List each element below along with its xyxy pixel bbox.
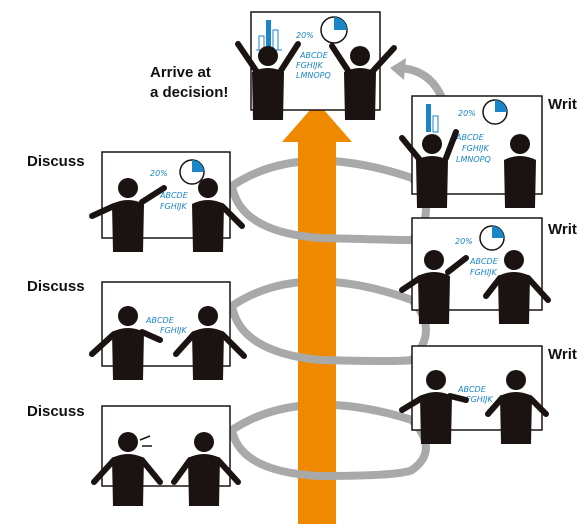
- decision-board-percent: 20%: [296, 31, 314, 40]
- decision-label-line2: a decision!: [150, 84, 229, 101]
- person-icon: [89, 306, 163, 380]
- person-icon: [91, 432, 163, 506]
- discuss-board-1: 20% ABCDE FGHIJK: [89, 151, 245, 252]
- person-icon: [399, 370, 469, 444]
- write3-row1: ABCDE: [457, 385, 487, 394]
- discuss1-percent: 20%: [150, 169, 168, 178]
- person-icon: [173, 306, 247, 380]
- discuss-label-3: Discuss: [27, 403, 85, 420]
- person-icon: [329, 43, 397, 120]
- write2-row1: ABCDE: [469, 257, 499, 266]
- person-icon: [483, 250, 551, 324]
- write-label-1: Writ: [548, 96, 577, 113]
- person-icon: [171, 432, 241, 506]
- write2-percent: 20%: [455, 237, 473, 246]
- write1-percent: 20%: [458, 109, 476, 118]
- write-label-3: Writ: [548, 346, 577, 363]
- write3-row2: FGHIJK: [466, 395, 494, 404]
- write-label-2: Writ: [548, 221, 577, 238]
- write1-row3: LMNOPQ: [456, 155, 491, 164]
- write-board-1: 20% ABCDE FGHIJK LMNOPQ: [399, 95, 543, 208]
- person-icon: [399, 250, 469, 324]
- person-icon: [485, 370, 549, 444]
- discuss1-row2: FGHIJK: [160, 202, 188, 211]
- decision-label-line1: Arrive at: [150, 64, 211, 81]
- decision-board-row1: ABCDE: [299, 51, 329, 60]
- write-board-2: 20% ABCDE FGHIJK: [399, 217, 551, 324]
- discuss-label-1: Discuss: [27, 153, 85, 170]
- discuss1-row1: ABCDE: [159, 191, 189, 200]
- discuss-board-2: ABCDE FGHIJK: [89, 281, 247, 380]
- decision-board-row2: FGHIJK: [296, 61, 324, 70]
- speech-lines-icon: [139, 435, 152, 447]
- decision-label: Arrive at a decision!: [150, 63, 228, 103]
- discuss-label-2: Discuss: [27, 278, 85, 295]
- write1-row1: ABCDE: [455, 133, 485, 142]
- loop-arrowhead-icon: [390, 58, 406, 80]
- person-icon: [89, 178, 167, 252]
- up-arrow-icon: [282, 102, 352, 524]
- pie-chart-icon: [320, 16, 348, 44]
- person-icon: [235, 41, 301, 120]
- person-icon: [399, 129, 459, 208]
- write2-row2: FGHIJK: [470, 268, 498, 277]
- decision-board: 20% ABCDE FGHIJK LMNOPQ: [235, 11, 397, 120]
- write1-row2: FGHIJK: [462, 144, 490, 153]
- decision-board-row3: LMNOPQ: [296, 71, 331, 80]
- person-icon: [192, 178, 245, 252]
- discuss2-row2: FGHIJK: [160, 326, 188, 335]
- write-board-3: ABCDE FGHIJK: [399, 345, 549, 444]
- discuss2-row1: ABCDE: [145, 316, 175, 325]
- discuss-board-3: [91, 405, 241, 506]
